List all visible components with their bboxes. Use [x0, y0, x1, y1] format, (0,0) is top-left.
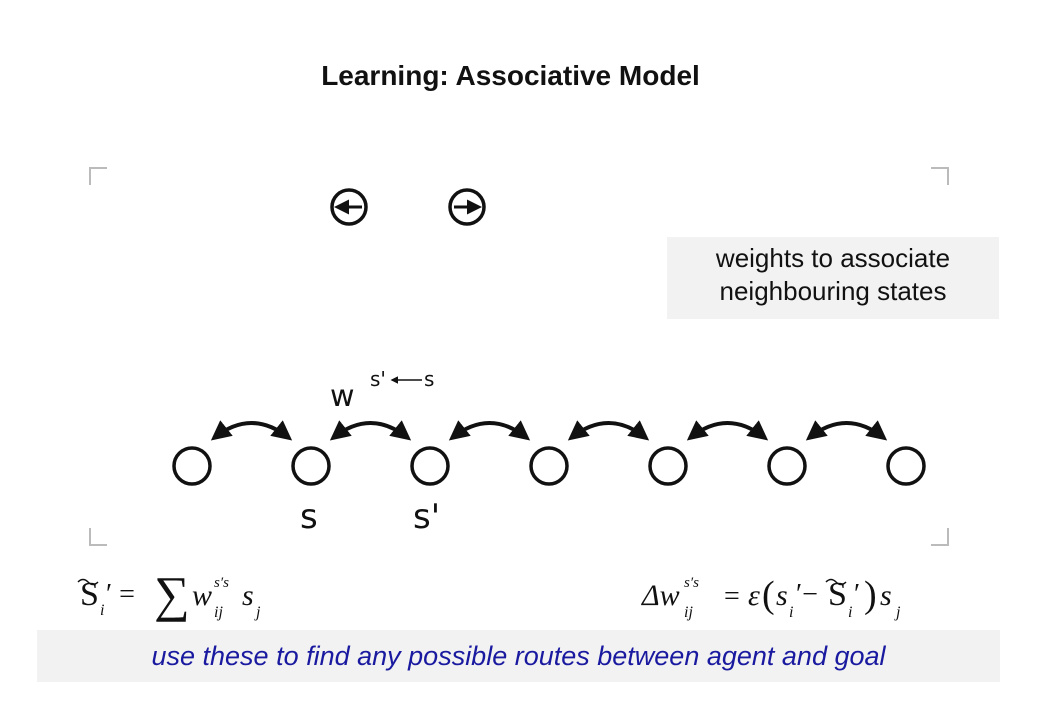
state-node: [886, 446, 926, 486]
svg-text:s′s: s′s: [214, 575, 229, 591]
svg-text:′−: ′−: [796, 579, 818, 610]
weight-superscript-left: s': [370, 367, 386, 391]
svg-text:s: s: [242, 579, 254, 612]
svg-text:j: j: [894, 604, 901, 621]
svg-text:i: i: [789, 604, 793, 621]
svg-text:∑: ∑: [154, 566, 190, 622]
frame-corners: [89, 167, 949, 546]
state-link: [567, 420, 650, 441]
annotation-box: weights to associate neighbouring states: [667, 237, 999, 319]
svg-text:s: s: [880, 579, 892, 612]
annotation-line-2: neighbouring states: [719, 276, 947, 306]
svg-text:): ): [864, 574, 877, 616]
weight-symbol: w: [330, 379, 355, 414]
svg-text:Δw: Δw: [641, 579, 680, 612]
state-node: [648, 446, 688, 486]
annotation-line-1: weights to associate: [715, 243, 951, 273]
state-link: [448, 420, 531, 441]
svg-text:ij: ij: [214, 604, 223, 621]
svg-text:i: i: [100, 602, 104, 619]
update-formula: Δw s′s ij = ε ( s i ′− S i ′ ) s j: [641, 574, 901, 621]
left-arrow-circle-icon: [330, 188, 368, 226]
state-node: [529, 446, 569, 486]
svg-text:′: ′: [854, 579, 860, 610]
state-label-s: s: [300, 497, 318, 537]
state-node: [410, 446, 450, 486]
svg-text:S: S: [80, 576, 99, 613]
right-arrow-circle-icon: [448, 188, 486, 226]
state-label-s-prime: s': [413, 497, 440, 537]
footer-caption: use these to find any possible routes be…: [37, 630, 1000, 682]
state-node: [291, 446, 331, 486]
svg-text:w: w: [192, 579, 212, 612]
svg-text:S: S: [828, 576, 847, 613]
page-title: Learning: Associative Model: [321, 60, 700, 91]
state-link: [686, 420, 769, 441]
state-node: [172, 446, 212, 486]
svg-text:ij: ij: [684, 604, 693, 621]
prediction-formula: S i ′ = ∑ w s′s ij s j: [77, 566, 261, 622]
svg-text:s′s: s′s: [684, 575, 699, 591]
svg-text:j: j: [254, 604, 261, 621]
state-link: [805, 420, 888, 441]
svg-text:ε: ε: [748, 579, 760, 612]
svg-text:′ =: ′ =: [106, 579, 135, 610]
svg-text:i: i: [848, 604, 852, 621]
svg-text:(: (: [762, 574, 775, 616]
svg-text:=: =: [724, 581, 740, 612]
state-link: [329, 420, 412, 441]
state-node: [767, 446, 807, 486]
state-chain: [172, 420, 926, 486]
svg-text:s: s: [776, 579, 788, 612]
weight-superscript-right: s: [424, 367, 434, 391]
state-link: [210, 420, 293, 441]
